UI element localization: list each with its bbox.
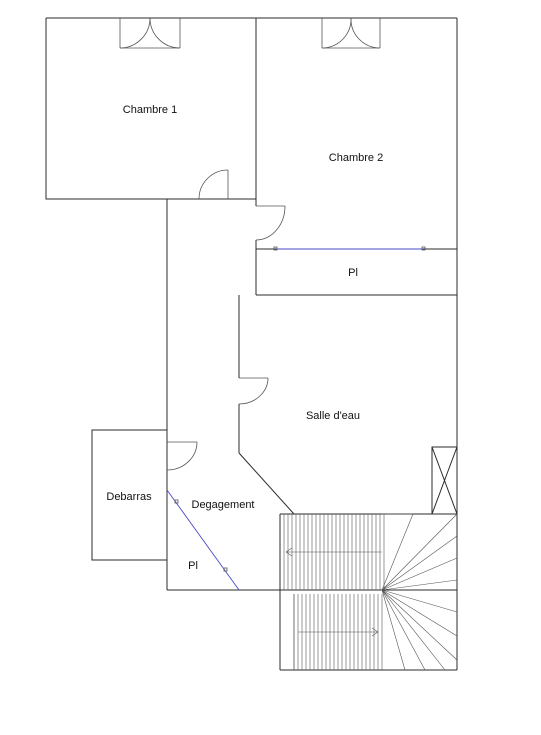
room-label-pl-bottom: Pl: [188, 560, 198, 572]
stair-tread: [381, 513, 458, 591]
chambre1-door: [198, 169, 229, 200]
room-label-chambre1: Chambre 1: [123, 104, 177, 116]
chambre2-top-door: [321, 17, 381, 49]
stair-tread: [285, 547, 293, 553]
stair-tread: [285, 551, 293, 557]
stair-tread: [381, 589, 458, 637]
staircase: [283, 513, 458, 671]
doors: [119, 17, 381, 471]
stair-tread: [381, 557, 458, 591]
stair-tread: [371, 631, 379, 637]
stair-tread: [381, 589, 458, 613]
stair-tread: [381, 589, 458, 661]
chambre2-door: [255, 205, 286, 241]
stair-tread: [381, 579, 458, 591]
stair-tread: [381, 589, 406, 671]
room-label-salle-deau: Salle d'eau: [306, 410, 360, 422]
walls: [45, 17, 458, 671]
room-label-degagement: Degagement: [192, 499, 255, 511]
placards: [166, 246, 426, 591]
chambre1-top-door: [119, 17, 181, 49]
room-label-debarras: Debarras: [106, 491, 152, 503]
stair-tread: [381, 513, 414, 591]
room-label-chambre2: Chambre 2: [329, 152, 383, 164]
stair-tread: [381, 589, 426, 671]
stair-tread: [381, 535, 458, 591]
stair-tread: [381, 589, 446, 671]
room-label-pl-top: Pl: [348, 267, 358, 279]
stair-tread: [371, 627, 379, 633]
salle-deau-door: [238, 377, 269, 405]
debarras-door: [166, 441, 198, 471]
